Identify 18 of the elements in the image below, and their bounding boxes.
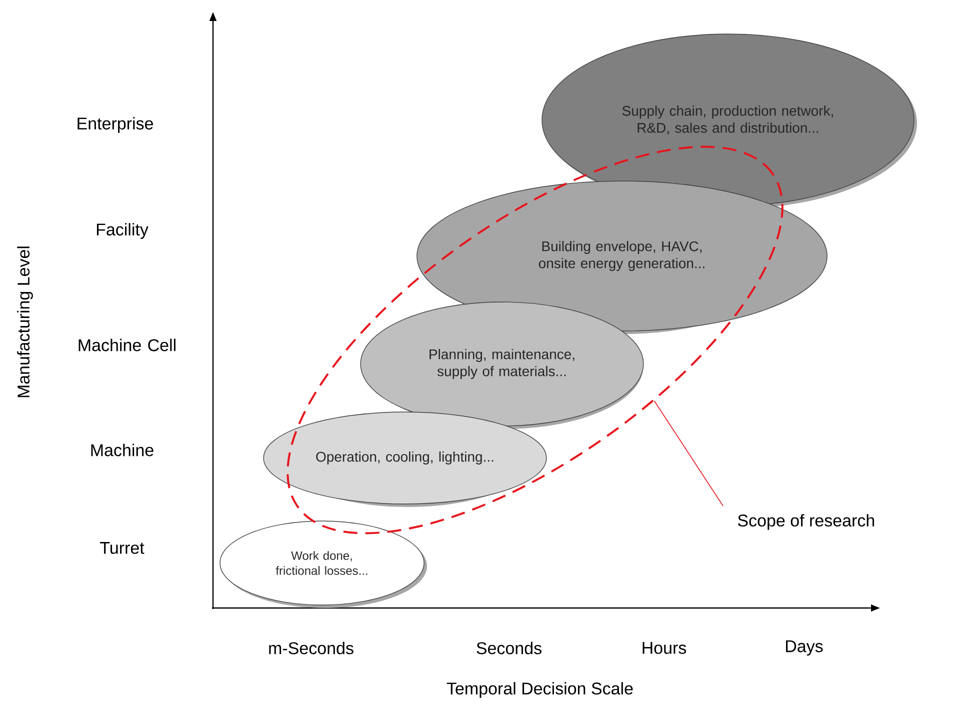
ellipse-bubble: Planning, maintenance, supply of materials... [360,302,644,429]
ellipse-bubble: Operation, cooling, lighting... [263,412,547,507]
level-label: Machine Cell [78,338,176,352]
leader-line [654,400,724,506]
annotation-text: Scope of research [738,514,874,530]
ellipse-bubble: Building envelope, HAVC, onsite energy generation... [416,180,828,334]
tick-label: m-Seconds [269,642,354,654]
level-label: Enterprise [78,117,153,133]
level-label: Machine [91,444,154,456]
ellipse-bubble: Work done, frictional losses... [220,520,427,608]
axis-title: Manufacturing Level [17,246,33,398]
tick-label: Seconds [476,642,542,654]
tick-label: Days [786,640,823,656]
level-label: Facility [96,223,148,239]
ellipse-bubble: Supply chain, production network, R&D, sales and distribution... [542,34,917,209]
tick-label: Hours [642,642,686,654]
level-label: Turret [100,542,144,554]
axis-title: Temporal Decision Scale [446,682,633,698]
